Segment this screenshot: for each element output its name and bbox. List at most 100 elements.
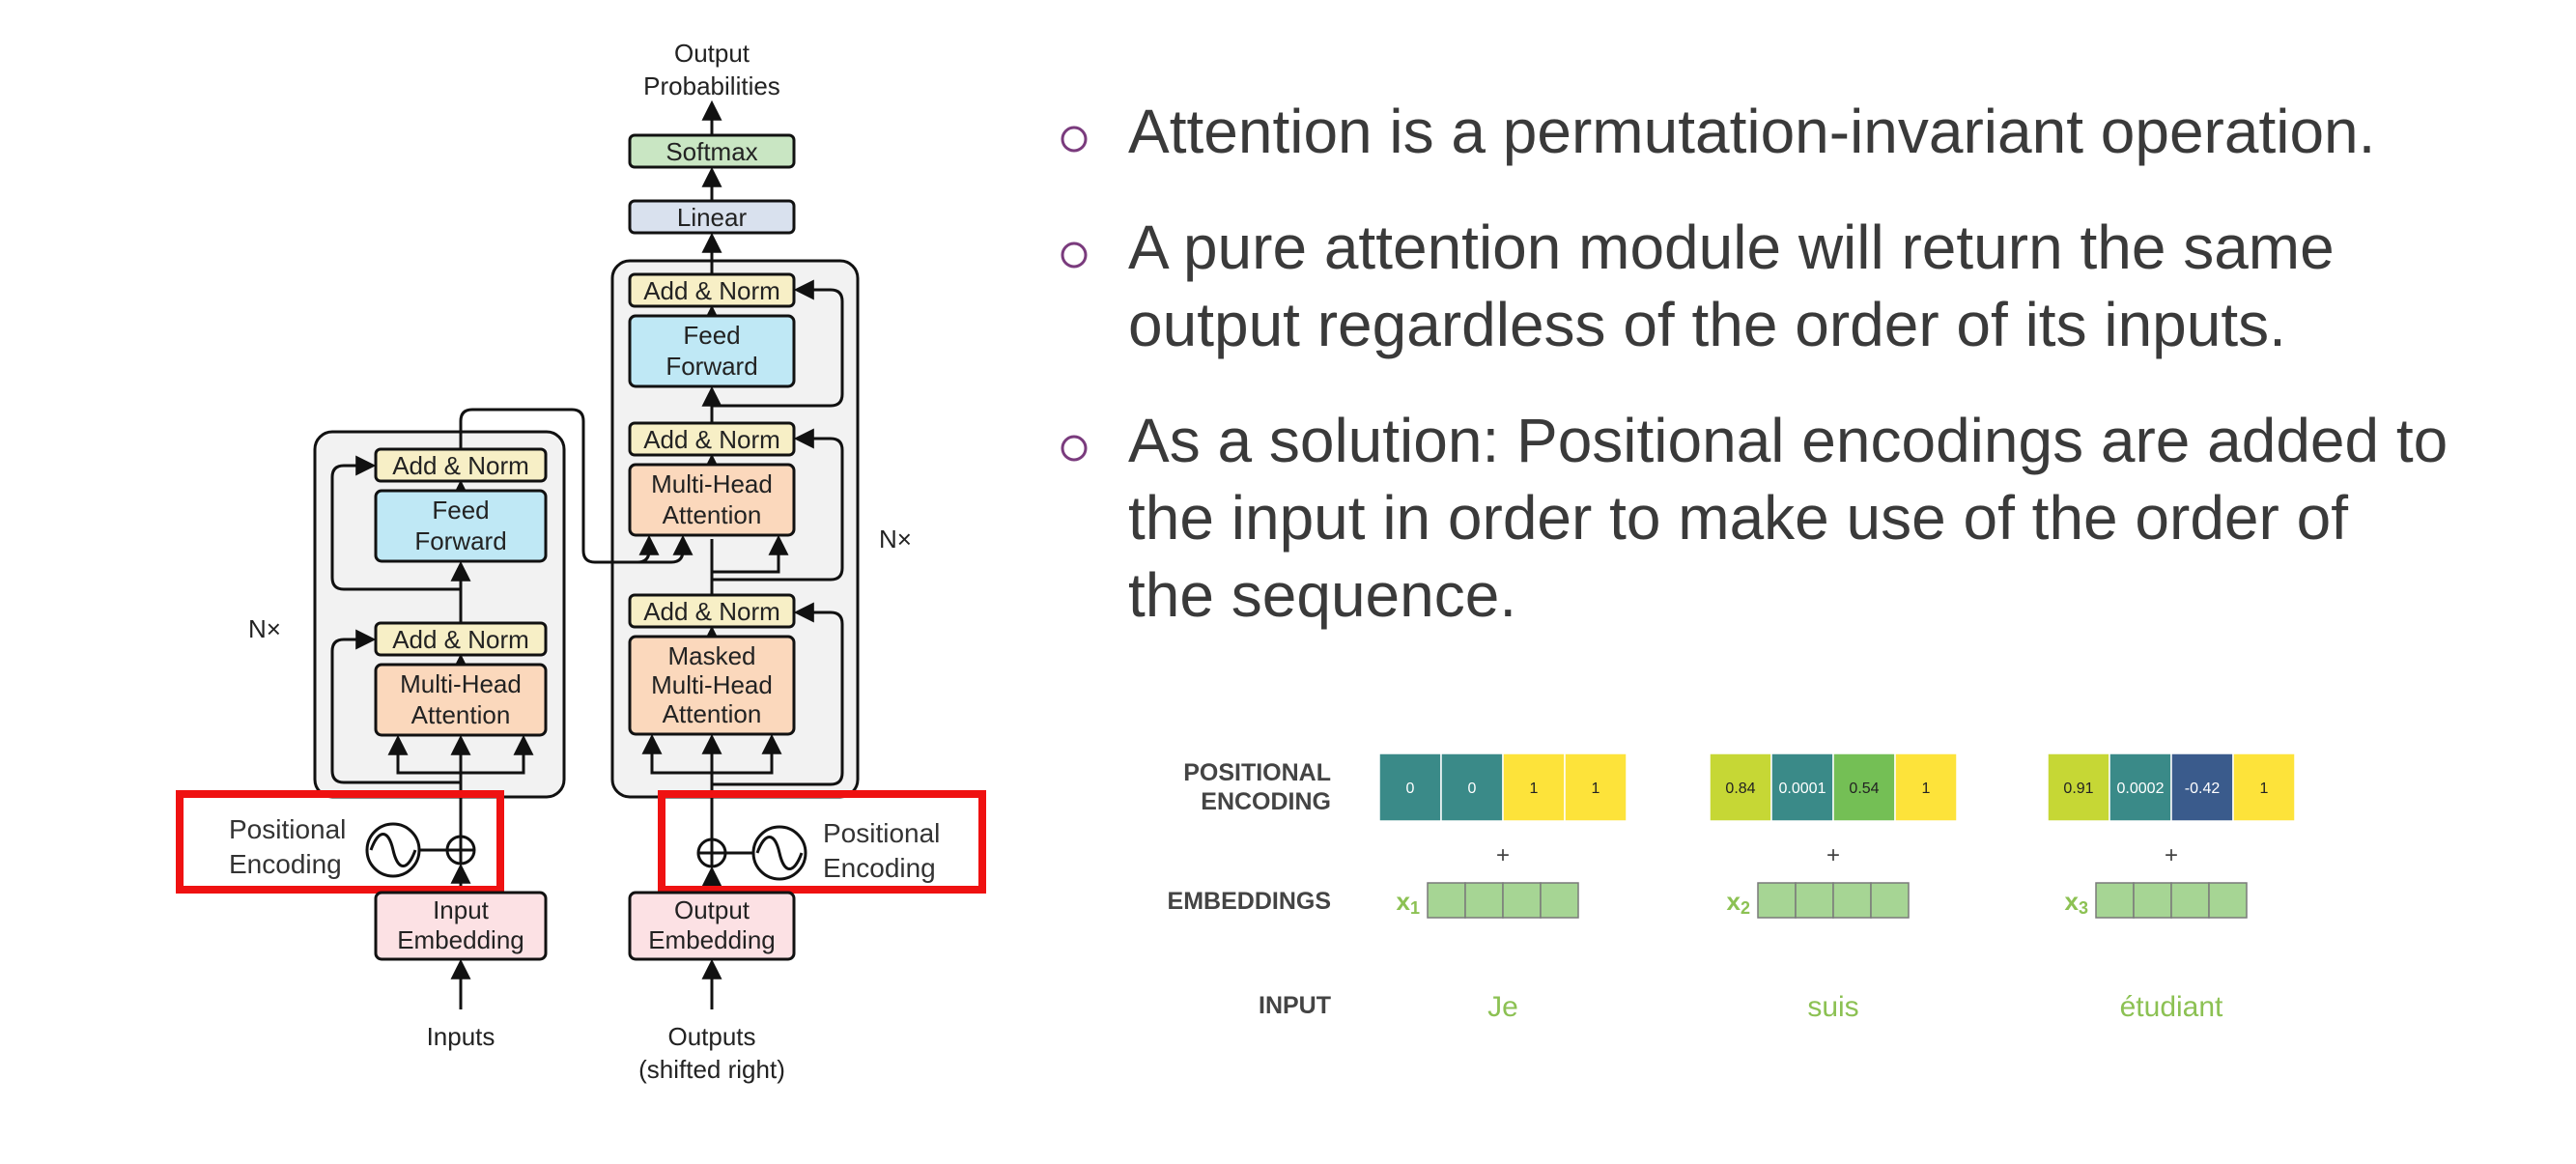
output-probabilities-label: Probabilities — [643, 71, 780, 100]
plus-sign: + — [1496, 842, 1510, 868]
encoding-cell-value: 1 — [1592, 781, 1600, 797]
encoding-cell — [1564, 752, 1628, 822]
encoding-cell-value: 0.91 — [2063, 781, 2093, 797]
decoder-multi-head-attention — [628, 463, 796, 537]
encoding-cell — [1894, 752, 1958, 822]
decoder-nx-label: N× — [879, 525, 912, 554]
embedding-cell — [1540, 882, 1579, 919]
row-label-embeddings: EMBEDDINGS — [1168, 888, 1331, 915]
encoding-cell-value: 0 — [1406, 781, 1415, 797]
bullet-item: As a solution: Positional encodings are … — [1061, 406, 2448, 630]
plus-sign: + — [1826, 842, 1840, 868]
svg-text:Multi-Head: Multi-Head — [651, 469, 773, 498]
embedding-symbol: x1 — [1397, 887, 1420, 918]
svg-text:Multi-Head: Multi-Head — [651, 670, 773, 699]
svg-text:Feed: Feed — [683, 321, 740, 350]
embedding-cell — [1502, 882, 1542, 919]
encoding-cell — [2047, 752, 2110, 822]
transformer-diagram: Output Probabilities Softmax Linear Add … — [176, 39, 986, 1084]
svg-text:A pure attention module will r: A pure attention module will return the … — [1128, 213, 2335, 282]
encoding-cell-value: 1 — [1530, 781, 1539, 797]
outputs-shifted-label: (shifted right) — [638, 1055, 785, 1084]
encoder-sine-wave-icon — [365, 822, 421, 878]
inputs-label: Inputs — [427, 1022, 495, 1051]
svg-text:Forward: Forward — [665, 352, 757, 381]
decoder-add-icon — [696, 838, 727, 868]
svg-text:Add & Norm: Add & Norm — [392, 625, 529, 654]
embedding-subscript: 3 — [2079, 898, 2088, 918]
embedding-cell — [1464, 882, 1504, 919]
bullet-marker-icon — [1061, 241, 1088, 269]
encoding-cell-value: 1 — [1922, 781, 1931, 797]
embedding-symbol: x2 — [1727, 887, 1750, 918]
encoding-cell — [1502, 752, 1566, 822]
bullet-item: Attention is a permutation-invariant ope… — [1061, 97, 2375, 166]
svg-text:Multi-Head: Multi-Head — [400, 669, 522, 698]
decoder-highlight-box — [658, 790, 986, 894]
embedding-cell — [2095, 882, 2135, 919]
embedding-cell — [1795, 882, 1834, 919]
plus-sign: + — [2165, 842, 2178, 868]
encoding-cell — [2232, 752, 2296, 822]
svg-text:Embedding: Embedding — [648, 925, 776, 954]
encoding-cell — [1770, 752, 1834, 822]
bullet-list: Attention is a permutation-invariant ope… — [1061, 97, 2448, 630]
svg-text:the input in order to make use: the input in order to make use of the or… — [1128, 483, 2348, 553]
encoding-cell-value: 0.0002 — [2117, 781, 2165, 797]
input-word: étudiant — [2120, 991, 2223, 1023]
svg-text:Embedding: Embedding — [397, 925, 524, 954]
embedding-cell — [2208, 882, 2248, 919]
svg-text:Softmax: Softmax — [665, 137, 757, 166]
encoder-stack — [313, 430, 566, 799]
encoding-cell-value: 0.0001 — [1779, 781, 1826, 797]
embedding-cell — [2170, 882, 2210, 919]
bullet-marker-icon — [1061, 126, 1088, 153]
svg-text:the sequence.: the sequence. — [1128, 560, 1516, 630]
encoder-positional-encoding-label: Positional — [229, 814, 346, 844]
embedding-cell — [1427, 882, 1466, 919]
embedding-cell — [1870, 882, 1910, 919]
encoding-cell-value: 0.84 — [1725, 781, 1755, 797]
embedding-symbol: x3 — [2065, 887, 2088, 918]
decoder-positional-encoding-label: Encoding — [823, 853, 936, 883]
encoding-cell-value: -0.42 — [2185, 781, 2221, 797]
svg-text:Add & Norm: Add & Norm — [643, 425, 780, 454]
svg-text:As a solution: Positional enco: As a solution: Positional encodings are … — [1128, 406, 2448, 475]
encoder-nx-label: N× — [248, 614, 281, 643]
svg-text:Output: Output — [674, 895, 750, 924]
encoding-cell — [1440, 752, 1504, 822]
encoding-cell — [1832, 752, 1896, 822]
row-label-input: INPUT — [1259, 992, 1331, 1019]
encoding-cell-value: 0.54 — [1849, 781, 1879, 797]
row-label-positional-encoding: POSITIONAL — [1183, 759, 1331, 786]
svg-text:Forward: Forward — [414, 526, 506, 555]
encoding-cell-value: 0 — [1468, 781, 1477, 797]
input-word: suis — [1807, 991, 1858, 1023]
svg-text:Attention: Attention — [663, 500, 762, 529]
svg-text:Attention: Attention — [411, 700, 511, 729]
svg-text:Attention is a permutation-inv: Attention is a permutation-invariant ope… — [1128, 97, 2375, 166]
svg-text:Add & Norm: Add & Norm — [392, 451, 529, 480]
svg-text:Input: Input — [433, 895, 490, 924]
embedding-subscript: 1 — [1410, 898, 1420, 918]
encoding-cell — [2170, 752, 2234, 822]
svg-text:Feed: Feed — [432, 496, 489, 525]
encoding-cell — [1709, 752, 1772, 822]
decoder-sine-wave-icon — [751, 825, 807, 881]
row-label-positional-encoding: ENCODING — [1201, 788, 1331, 815]
token-column: 0.91 0.0002 -0.42 1 + x3 étudiant — [2047, 752, 2296, 1023]
svg-text:output regardless of the order: output regardless of the order of its in… — [1128, 290, 2286, 359]
encoder-positional-encoding-label: Encoding — [229, 849, 342, 879]
svg-text:Linear: Linear — [677, 203, 748, 232]
embedding-cell — [1832, 882, 1872, 919]
positional-encoding-figure: POSITIONAL ENCODING EMBEDDINGS INPUT 0 0 1… — [1168, 752, 2296, 1023]
embedding-subscript: 2 — [1741, 898, 1750, 918]
encoding-cell-value: 1 — [2260, 781, 2269, 797]
decoder-positional-encoding-label: Positional — [823, 818, 940, 848]
token-column: 0.84 0.0001 0.54 1 + x2 suis — [1709, 752, 1958, 1023]
embedding-cell — [2133, 882, 2172, 919]
outputs-label: Outputs — [667, 1022, 755, 1051]
